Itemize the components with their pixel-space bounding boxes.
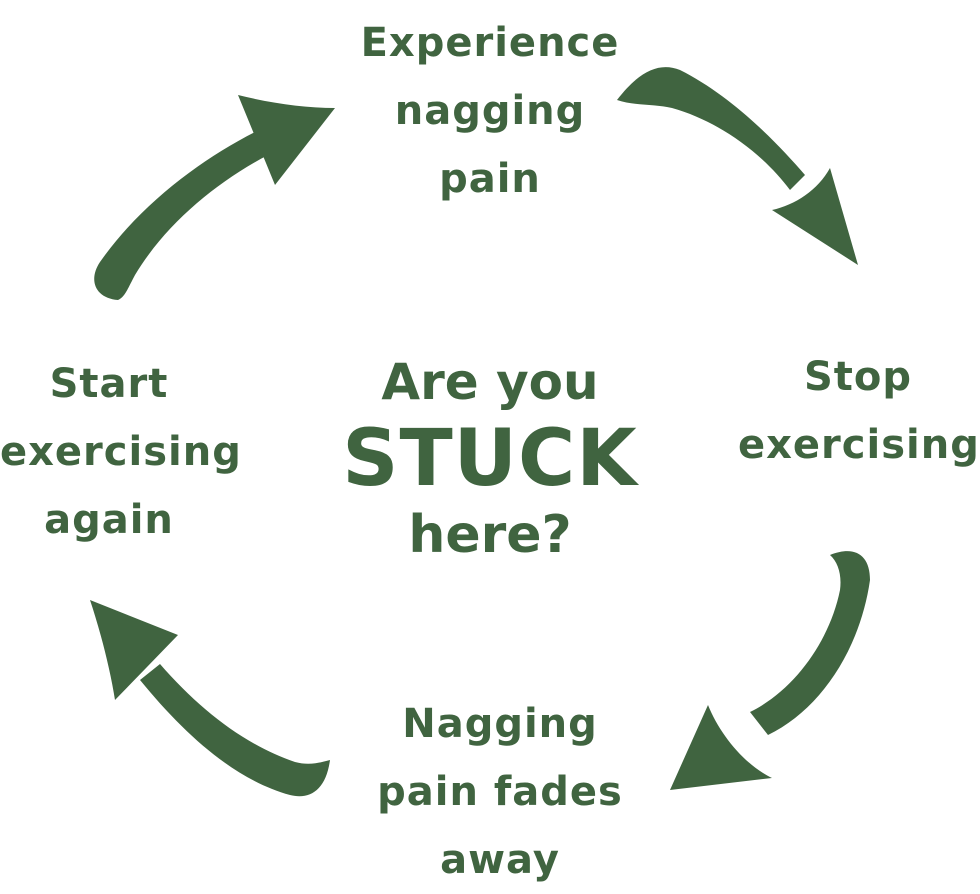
arrow-top-right-shaft xyxy=(617,67,805,190)
arrow-bottom-left-shaft xyxy=(140,664,330,797)
cycle-step-text: pain xyxy=(439,156,541,202)
center-question-emphasis: STUCK xyxy=(342,414,638,504)
arrow-bottom-right-head xyxy=(670,705,772,790)
arrow-top-left-shaft xyxy=(94,132,268,300)
arrow-top-right xyxy=(617,67,858,265)
cycle-step-start-exercising: Start exercising again xyxy=(0,350,242,554)
arrow-top-left xyxy=(94,95,335,300)
arrow-bottom-left xyxy=(90,600,330,797)
center-question-line: Are you xyxy=(381,353,599,411)
cycle-step-text: Start xyxy=(49,361,169,407)
cycle-step-text: pain fades xyxy=(377,769,623,815)
center-question-line: here? xyxy=(408,505,572,565)
cycle-step-text: Nagging xyxy=(402,701,598,747)
cycle-step-text: Stop xyxy=(803,354,913,400)
cycle-step-text: Experience xyxy=(360,20,620,66)
arrow-top-right-head xyxy=(772,168,858,265)
cycle-step-text: exercising xyxy=(738,422,980,468)
center-question: Are you STUCK here? xyxy=(320,348,660,568)
arrow-bottom-right-shaft xyxy=(750,551,870,735)
arrow-bottom-left-head xyxy=(90,600,178,700)
cycle-step-text: again xyxy=(44,497,174,543)
cycle-step-stop-exercising: Stop exercising xyxy=(738,343,980,479)
cycle-step-text: nagging xyxy=(394,88,586,134)
arrow-top-left-head xyxy=(238,95,335,185)
cycle-step-text: away xyxy=(440,837,560,883)
cycle-step-experience-pain: Experience nagging pain xyxy=(300,9,680,213)
cycle-step-text: exercising xyxy=(0,429,242,475)
cycle-step-pain-fades: Nagging pain fades away xyxy=(330,690,670,894)
arrow-bottom-right xyxy=(670,551,870,790)
